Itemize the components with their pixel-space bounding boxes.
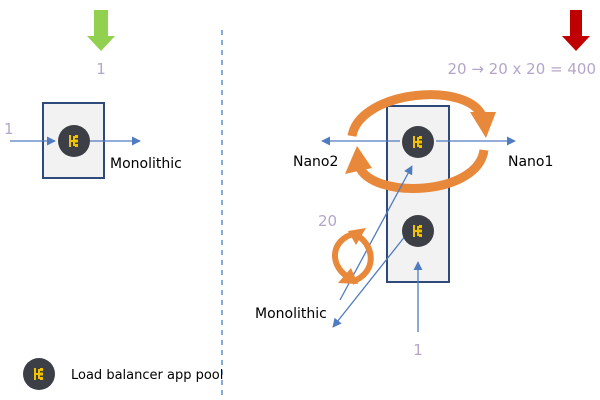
legend-load-balancer-icon (23, 358, 55, 390)
orange-rotation-arrowhead-top (470, 112, 496, 138)
left-input-count: 1 (4, 120, 14, 138)
right-monolithic-label: Monolithic (255, 306, 327, 322)
orange-loop-left (332, 230, 357, 281)
right-formula: 20 → 20 x 20 = 400 (447, 60, 596, 78)
green-down-arrow (87, 10, 115, 51)
orange-loop-right-head (348, 228, 366, 245)
right-input-count: 1 (413, 341, 423, 359)
orange-rotation-arrowhead-bottom (345, 146, 372, 174)
nano2-label: Nano2 (293, 154, 338, 170)
left-load-balancer-icon (58, 125, 90, 157)
orange-loop-right (350, 233, 374, 285)
orange-rotation-arrow-top (347, 90, 488, 138)
left-monolithic-label: Monolithic (110, 156, 182, 172)
left-top-count: 1 (96, 60, 106, 78)
right-load-balancer-icon-bottom (402, 215, 434, 247)
red-down-arrow (562, 10, 590, 51)
orange-rotation-arrow-bottom (354, 148, 489, 193)
right-load-balancer-icon-top (402, 126, 434, 158)
legend-label: Load balancer app pool (71, 368, 223, 383)
diagonal-arrow-lower (332, 229, 411, 328)
loop-count: 20 (318, 212, 337, 230)
nano1-label: Nano1 (508, 154, 553, 170)
